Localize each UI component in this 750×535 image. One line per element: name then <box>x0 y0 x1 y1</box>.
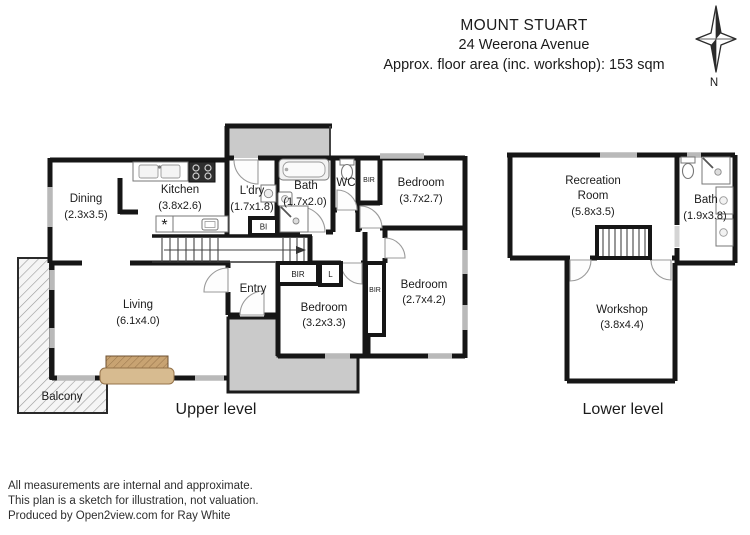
balcony-area <box>17 257 108 414</box>
room-label-wc: WC <box>336 177 355 189</box>
bedroom3-door-arc <box>340 262 363 285</box>
footer-disclaimer: All measurements are internal and approx… <box>8 480 259 522</box>
upper-room-labels: Dining (2.3x3.5) Kitchen (3.8x2.6) L'dry… <box>42 177 448 403</box>
closet-label-bi: BI <box>260 223 268 232</box>
room-dims-bedroom1: (3.7x2.7) <box>399 193 442 205</box>
lower-doors <box>569 259 672 282</box>
room-label-bedroom1: Bedroom <box>398 177 445 189</box>
sink-bowl-right-icon <box>160 164 181 179</box>
upper-doors <box>203 159 406 316</box>
compass-shade-ne <box>716 6 721 39</box>
couch-icon <box>99 355 175 385</box>
bathtub-icon <box>278 158 330 181</box>
living-entry-door-arc <box>203 267 229 293</box>
stairs-direction-arrow <box>296 246 306 254</box>
wc-door-arc <box>336 189 358 211</box>
room-label-workshop: Workshop <box>596 304 648 316</box>
workshop-door-arc <box>569 259 592 282</box>
room-label-balcony: Balcony <box>42 391 83 403</box>
rec-room-door-arc <box>650 259 672 281</box>
heater-box <box>155 215 174 233</box>
disclaimer-line-2: This plan is a sketch for illustration, … <box>8 495 259 507</box>
upper-stairs-icon <box>152 238 310 263</box>
room-dims-recreation: (5.8x3.5) <box>571 206 614 218</box>
upper-windows <box>47 153 468 381</box>
property-address: 24 Weerona Avenue <box>459 37 590 53</box>
compass-shade-sw <box>711 39 716 72</box>
compass-icon: N <box>695 5 737 89</box>
upper-porch-deck <box>227 128 330 158</box>
heater-star-icon: * <box>161 217 167 234</box>
bedroom2-door-arc <box>384 237 406 259</box>
upper-level-plan: * <box>17 123 468 418</box>
linen-closet <box>318 261 343 287</box>
room-label-recreation-1: Recreation <box>565 175 621 187</box>
lower-walls <box>507 152 738 384</box>
washer-icon <box>260 184 277 203</box>
upper-closets <box>248 216 386 337</box>
bedroom1-door-arc <box>359 205 383 229</box>
sink-faucet-icon <box>157 165 162 169</box>
couch-seat <box>99 367 175 385</box>
room-label-bath-lower: Bath <box>694 194 718 206</box>
closet-label-bir-top: BIR <box>363 177 375 184</box>
laundry-door-arc <box>233 159 259 185</box>
room-label-dining: Dining <box>70 193 103 205</box>
closet-label-bir-strip: BIR <box>369 287 381 294</box>
wc-toilet-icon <box>339 158 355 181</box>
room-dims-kitchen: (3.8x2.6) <box>158 200 201 212</box>
lower-level-caption: Lower level <box>583 401 664 418</box>
bir-closet-strip <box>364 261 386 337</box>
header: MOUNT STUART 24 Weerona Avenue Approx. f… <box>383 17 664 73</box>
room-dims-living: (6.1x4.0) <box>116 315 159 327</box>
front-door-arc <box>239 290 265 316</box>
room-label-kitchen: Kitchen <box>161 184 199 196</box>
disclaimer-line-1: All measurements are internal and approx… <box>8 480 253 492</box>
room-label-bedroom2: Bedroom <box>401 279 448 291</box>
oven-window <box>204 221 216 228</box>
room-label-entry: Entry <box>240 283 267 295</box>
room-dims-bath-upper: (1.7x2.0) <box>283 196 326 208</box>
shower-icon <box>279 205 309 233</box>
stove-icon <box>188 161 216 183</box>
room-dims-bath-lower: (1.9x3.8) <box>683 210 726 222</box>
lower-toilet-icon <box>680 156 696 180</box>
property-title: MOUNT STUART <box>460 17 588 34</box>
lower-room-labels: Recreation Room (5.8x3.5) Bath (1.9x3.8)… <box>565 175 727 331</box>
vanity-basin-2-icon <box>715 218 734 247</box>
lower-level-plan: Recreation Room (5.8x3.5) Bath (1.9x3.8)… <box>507 152 738 418</box>
lower-shower-icon <box>701 156 731 185</box>
room-label-laundry: L'dry <box>240 185 265 197</box>
lower-stairs-treads <box>602 229 646 256</box>
credit-line: Produced by Open2view.com for Ray White <box>8 510 230 522</box>
porch-walls <box>224 123 332 158</box>
room-label-living: Living <box>123 299 153 311</box>
stairs-enclosure <box>595 225 652 260</box>
sink-bowl-left-icon <box>138 164 159 179</box>
floor-area-note: Approx. floor area (inc. workshop): 153 … <box>383 57 664 73</box>
vanity-basin-1-icon <box>715 186 734 215</box>
room-dims-laundry: (1.7x1.8) <box>230 201 273 213</box>
room-dims-workshop: (3.8x4.4) <box>600 319 643 331</box>
room-label-bath-upper: Bath <box>294 180 318 192</box>
room-dims-dining: (2.3x3.5) <box>64 209 107 221</box>
bi-closet <box>248 216 279 237</box>
compass-north-label: N <box>710 77 718 89</box>
lower-stairs-icon <box>595 225 652 260</box>
closet-label-linen: L <box>328 270 333 279</box>
room-label-recreation-2: Room <box>578 190 609 202</box>
kitchen-fixtures: * <box>132 161 229 234</box>
stove-burners <box>192 164 212 180</box>
room-dims-bedroom3: (3.2x3.3) <box>302 317 345 329</box>
upper-level-caption: Upper level <box>176 401 257 418</box>
room-label-bedroom3: Bedroom <box>301 302 348 314</box>
closet-label-bir-box: BIR <box>291 270 305 279</box>
room-dims-bedroom2: (2.7x4.2) <box>402 294 445 306</box>
